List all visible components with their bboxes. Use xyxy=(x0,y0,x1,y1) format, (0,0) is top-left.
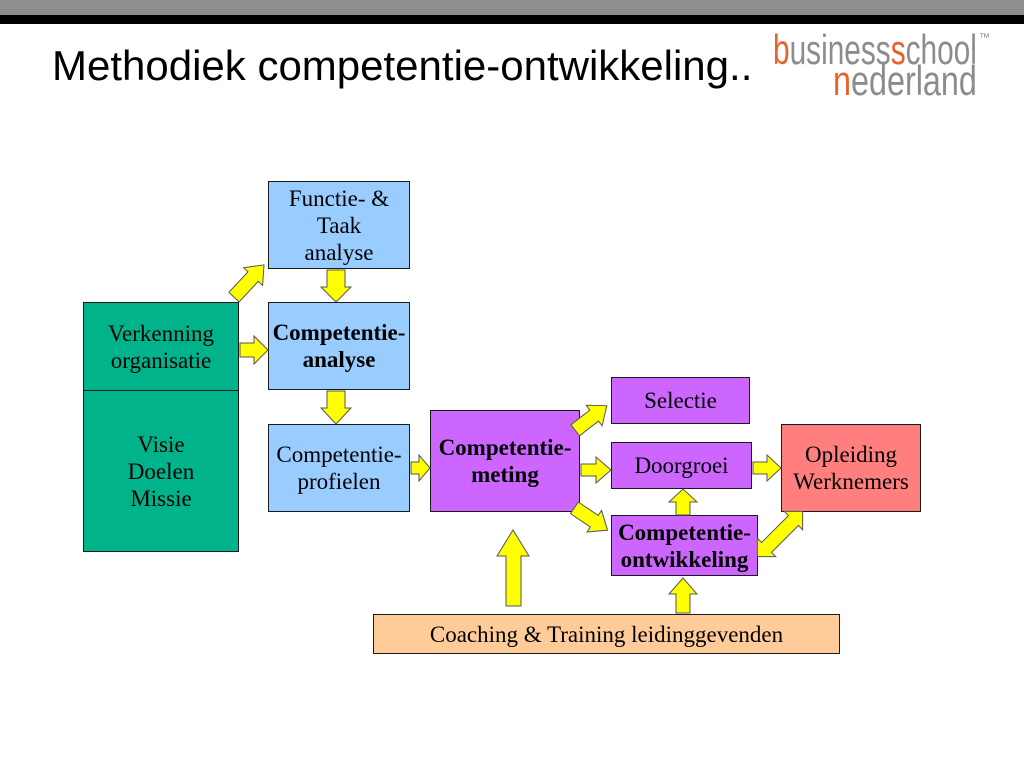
box-coaching-training: Coaching & Training leidinggevenden xyxy=(373,614,840,654)
box-line: Opleiding xyxy=(805,442,897,467)
box-line: analyse xyxy=(304,239,374,265)
box-line: Doelen xyxy=(127,458,195,484)
slide-title: Methodiek competentie-ontwikkeling.. xyxy=(52,42,753,89)
arrow-functie-to-analyse xyxy=(319,269,353,303)
box-line: organisatie xyxy=(110,347,212,373)
box-opleiding-werknemers: Opleiding Werknemers xyxy=(781,424,921,512)
arrow-coaching-to-ontwikkeling xyxy=(667,577,699,614)
box-line: analyse xyxy=(302,347,376,372)
box-line: Coaching & Training leidinggevenden xyxy=(429,621,784,647)
box-functie-taak-analyse: Functie- & Taak analyse xyxy=(268,181,410,269)
logo-businessschool: businessschool xyxy=(773,29,977,71)
arrow-profielen-to-meting xyxy=(410,453,431,483)
top-bar-gray xyxy=(0,0,1024,15)
box-line: Werknemers xyxy=(793,469,909,494)
box-line: Functie- & xyxy=(288,185,390,211)
logo-letter-b: b xyxy=(773,26,790,73)
box-line: Competentie- xyxy=(276,442,402,467)
arrow-analyse-to-profielen xyxy=(319,390,353,425)
arrow-meting-to-doorgroei xyxy=(580,455,612,485)
box-selectie: Selectie xyxy=(611,377,750,424)
box-competentie-meting: Competentie- meting xyxy=(430,410,580,512)
logo-trademark: ™ xyxy=(979,32,990,44)
box-line: Visie xyxy=(137,431,185,457)
logo-nederland: nederland xyxy=(833,60,977,102)
box-line: Competentie- xyxy=(618,519,751,545)
logo-school-rest: chool xyxy=(905,26,977,73)
box-verkenning-organisatie: Verkenning organisatie xyxy=(83,302,239,391)
box-line: Taak xyxy=(316,212,362,238)
box-line: profielen xyxy=(297,469,381,494)
box-doorgroei: Doorgroei xyxy=(611,442,752,489)
box-line: ontwikkeling xyxy=(620,546,749,572)
box-visie-doelen-missie: Visie Doelen Missie xyxy=(83,390,239,552)
logo-letter-s: s xyxy=(890,26,906,73)
top-bar-black xyxy=(0,15,1024,24)
box-competentie-ontwikkeling: Competentie- ontwikkeling xyxy=(611,515,758,576)
box-line: Competentie- xyxy=(272,320,406,345)
box-line: Doorgroei xyxy=(634,453,729,478)
box-line: Competentie- xyxy=(438,435,572,460)
box-line: Missie xyxy=(130,485,192,511)
box-line: meting xyxy=(471,462,539,487)
arrow-verkenning-to-functie xyxy=(228,264,265,303)
box-competentie-profielen: Competentie- profielen xyxy=(268,424,410,512)
box-line: Verkenning xyxy=(107,320,215,346)
arrow-ontwikkeling-to-doorgroei xyxy=(667,488,699,516)
logo-business-rest: usiness xyxy=(789,26,891,73)
logo-letter-n: n xyxy=(833,57,851,104)
arrow-verkenning-to-analyse xyxy=(239,334,269,366)
box-competentie-analyse: Competentie- analyse xyxy=(268,302,410,390)
arrow-doorgroei-to-opleiding xyxy=(752,453,782,483)
arrow-coaching-to-meting xyxy=(496,529,530,607)
logo-nederland-rest: ederland xyxy=(850,57,977,104)
box-line: Selectie xyxy=(644,388,717,413)
